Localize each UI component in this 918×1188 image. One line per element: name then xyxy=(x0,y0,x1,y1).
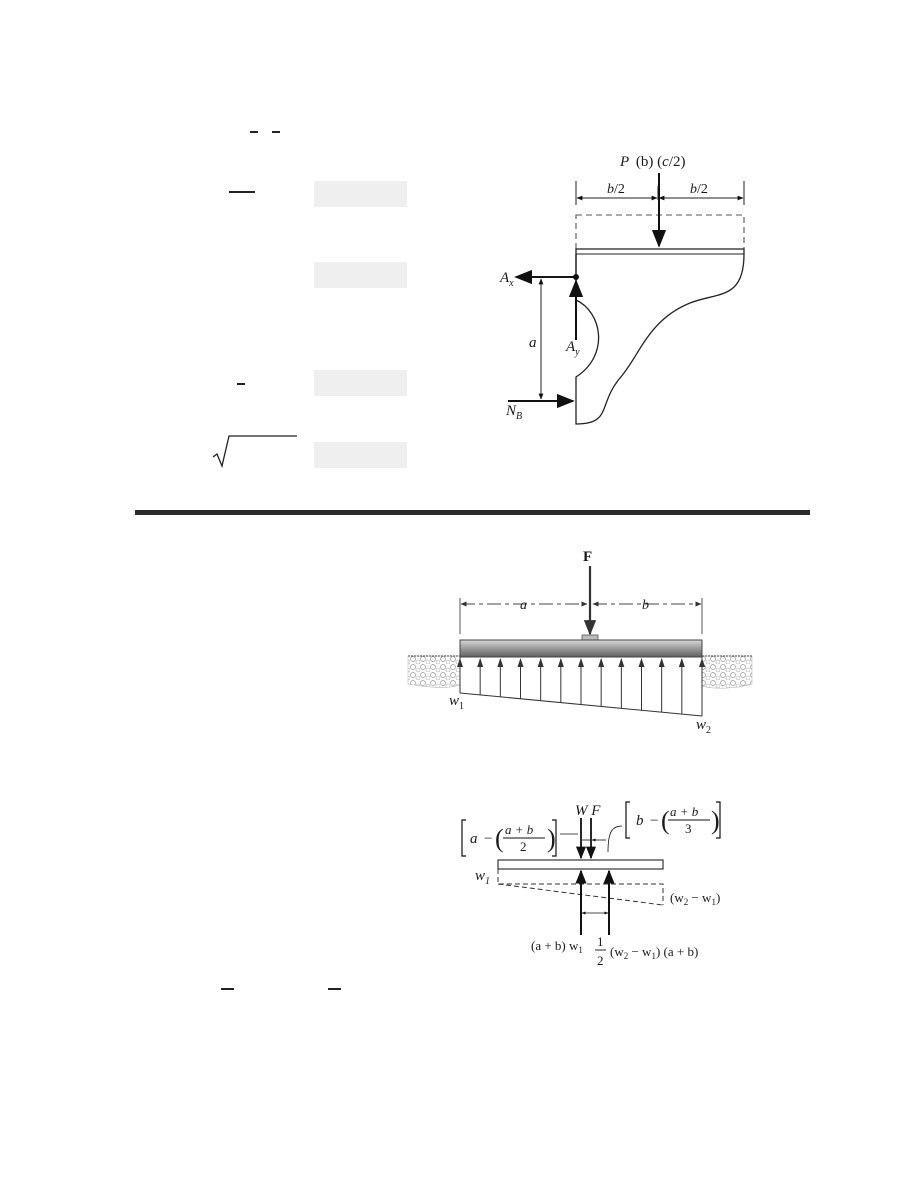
arrow-head xyxy=(638,658,645,667)
svg-text:a + b: a + b xyxy=(670,804,699,819)
distributed-load-arrows xyxy=(457,658,705,716)
force-label: F xyxy=(583,549,592,565)
svg-text:−: − xyxy=(484,831,492,847)
arrow-head xyxy=(598,658,605,667)
svg-text:): ) xyxy=(711,806,720,835)
w1-label: w1 xyxy=(449,693,464,712)
arrow-head xyxy=(477,658,484,667)
svg-text:−: − xyxy=(650,813,658,829)
svg-text:(w2 − w1) (a + b): (w2 − w1) (a + b) xyxy=(610,944,698,961)
arrow-head xyxy=(578,658,584,667)
ay-label: Ay xyxy=(565,339,580,358)
answer-box[interactable] xyxy=(314,262,407,288)
dim-label-b-half: b/2 xyxy=(607,182,625,197)
arrow-head xyxy=(517,658,524,667)
ax-label: Ax xyxy=(499,270,514,289)
arrow-head xyxy=(658,658,665,667)
dim-label-b-half: b/2 xyxy=(690,182,708,197)
dim-label-a: a xyxy=(520,598,527,613)
section-divider xyxy=(135,510,810,515)
nb-label: NB xyxy=(505,403,522,422)
arrow-head xyxy=(497,658,504,667)
math-fragment xyxy=(250,131,258,133)
math-fragment xyxy=(272,131,280,133)
beam xyxy=(497,859,664,870)
math-fragment xyxy=(328,988,341,990)
load-difference-label: (w2 − w1) xyxy=(670,890,720,907)
arrow-head xyxy=(537,658,544,667)
w2-label: w2 xyxy=(696,717,711,736)
w1-label: w1 xyxy=(475,868,490,887)
arrow-head xyxy=(457,658,463,667)
dim-label-b: b xyxy=(642,598,649,613)
right-offset-expression: b − ( ) a + b 3 xyxy=(625,801,721,839)
wf-label: W F xyxy=(575,803,601,819)
arrow-head xyxy=(557,658,564,667)
math-fragment xyxy=(221,988,234,990)
answer-box[interactable] xyxy=(314,370,407,396)
svg-text:2: 2 xyxy=(597,953,604,968)
svg-text:(: ( xyxy=(495,824,504,853)
load-label-p: P xyxy=(619,154,629,170)
beam xyxy=(459,639,703,658)
svg-text:a + b: a + b xyxy=(505,822,534,837)
svg-text:2: 2 xyxy=(520,839,527,854)
svg-text:P (b) (c/2): P (b) (c/2) xyxy=(619,154,686,170)
math-fragment xyxy=(237,383,245,385)
arrow-head xyxy=(678,658,685,667)
answer-box[interactable] xyxy=(314,442,407,468)
resultant-right-label: 1 2 (w2 − w1) (a + b) xyxy=(595,934,698,968)
svg-text:1: 1 xyxy=(597,934,604,949)
dim-label-a: a xyxy=(529,335,537,351)
answer-box[interactable] xyxy=(314,181,407,207)
svg-text:3: 3 xyxy=(685,821,692,836)
arrow-head xyxy=(618,658,625,667)
math-fragment xyxy=(229,191,255,193)
svg-text:): ) xyxy=(547,824,556,853)
svg-text:(: ( xyxy=(661,806,670,835)
arrow-head xyxy=(699,658,705,667)
bracket-body xyxy=(575,248,745,425)
svg-text:a: a xyxy=(470,831,478,847)
svg-text:b: b xyxy=(636,813,644,829)
resultant-left-label: (a + b) w1 xyxy=(531,938,583,955)
left-offset-expression: a − ( ) a + b 2 xyxy=(461,819,557,857)
